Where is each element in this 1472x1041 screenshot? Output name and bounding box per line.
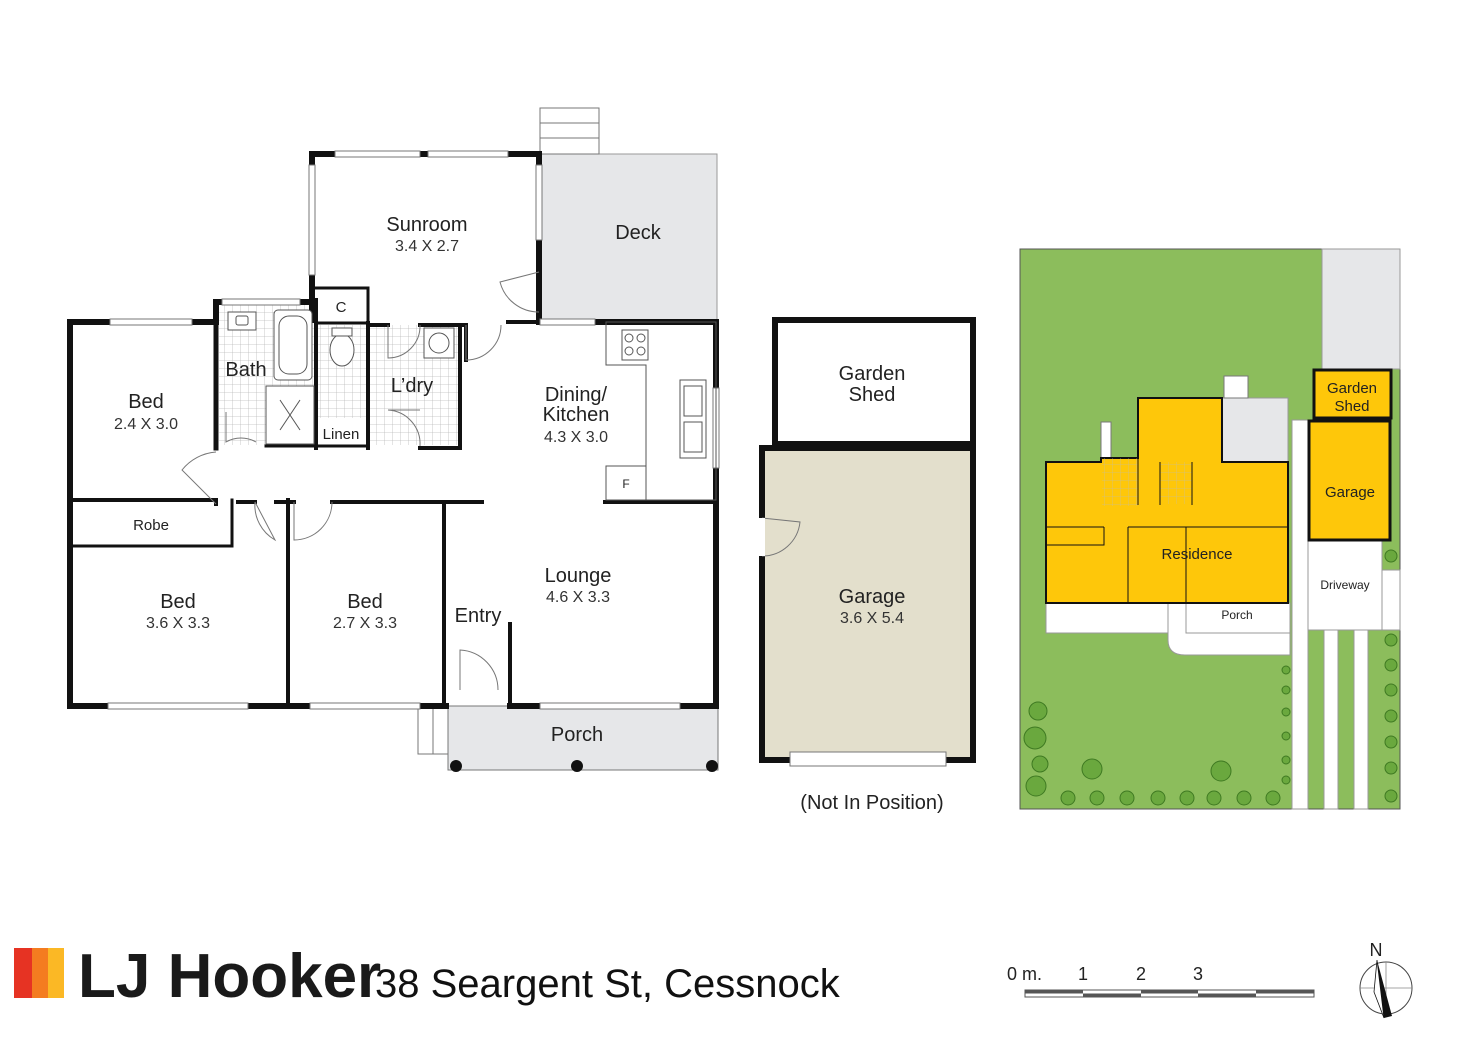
laundry-label: L’dry xyxy=(391,375,433,397)
porch-posts xyxy=(450,760,718,772)
site-plan: Garden Shed Garage Residence Porch Drive… xyxy=(1019,248,1401,810)
brand-logo-mark xyxy=(14,948,64,998)
site-porch-label: Porch xyxy=(1221,608,1252,622)
deck-area xyxy=(540,153,718,321)
stove xyxy=(621,329,649,361)
bed1-dim: 2.4 X 3.0 xyxy=(114,416,178,433)
site-garden-shed-label-line2: Shed xyxy=(1334,398,1369,415)
garage-dim: 3.6 X 5.4 xyxy=(840,610,904,627)
bath-label: Bath xyxy=(225,359,266,381)
entry-label: Entry xyxy=(455,605,502,627)
garage-door xyxy=(789,751,947,767)
main-floor-plan: Sunroom 3.4 X 2.7 Deck C Bath L’dry Line… xyxy=(67,107,720,772)
scale-label-1: 1 xyxy=(1078,964,1088,984)
dining-label-line1: Dining/ xyxy=(545,384,608,406)
lounge-dim: 4.6 X 3.3 xyxy=(546,589,610,606)
fridge xyxy=(605,465,647,501)
bed3-dim: 2.7 X 3.3 xyxy=(333,615,397,632)
garage-label: Garage xyxy=(839,586,906,608)
linen-label: Linen xyxy=(323,426,360,443)
bed3-label: Bed xyxy=(347,591,383,613)
site-garden-shed-label-line1: Garden xyxy=(1327,380,1377,397)
toilet xyxy=(329,333,355,367)
driveway-strips xyxy=(1291,419,1369,810)
north-label: N xyxy=(1370,940,1383,960)
scale-label-0: 0 m. xyxy=(1007,964,1042,984)
garage-side-door xyxy=(761,517,801,557)
footer: LJ Hooker 38 Seargent St, Cessnock 0 m. … xyxy=(14,940,1413,1019)
garage-room xyxy=(759,445,976,763)
sunroom-label: Sunroom xyxy=(386,214,467,236)
bed1-label: Bed xyxy=(128,391,164,413)
shrubs xyxy=(1023,549,1398,806)
site-garage xyxy=(1307,419,1392,542)
cupboard-label: C xyxy=(336,299,347,316)
dining-dim: 4.3 X 3.0 xyxy=(544,429,608,446)
bed2-label: Bed xyxy=(160,591,196,613)
brand-name: LJ Hooker xyxy=(78,942,381,1011)
property-address: 38 Seargent St, Cessnock xyxy=(375,962,841,1006)
site-garage-label: Garage xyxy=(1325,484,1375,501)
fixtures xyxy=(227,309,717,501)
bed2-dim: 3.6 X 3.3 xyxy=(146,615,210,632)
site-residence-label: Residence xyxy=(1162,546,1233,563)
outbuildings-plan: Garden Shed Garage 3.6 X 5.4 (Not In Pos… xyxy=(759,317,976,814)
site-driveway-label: Driveway xyxy=(1320,578,1369,592)
doors xyxy=(181,271,540,691)
deck-steps xyxy=(539,107,600,155)
lounge-label: Lounge xyxy=(545,565,612,587)
room-labels: Sunroom 3.4 X 2.7 Deck C Bath L’dry Line… xyxy=(114,214,662,746)
garden-shed-room xyxy=(772,317,976,447)
site-garden-shed xyxy=(1312,368,1393,420)
neighbour-strip xyxy=(1321,248,1401,370)
porch-label: Porch xyxy=(551,724,603,746)
north-arrow-icon: N xyxy=(1359,940,1413,1019)
robe-label: Robe xyxy=(133,517,169,534)
fridge-label: F xyxy=(622,477,629,491)
garden-shed-label-line2: Shed xyxy=(849,384,896,406)
sunroom-dim: 3.4 X 2.7 xyxy=(395,238,459,255)
porch-steps xyxy=(417,705,449,755)
garden-shed-label-line1: Garden xyxy=(839,363,906,385)
not-in-position-note: (Not In Position) xyxy=(800,792,943,814)
scale-bar: 0 m. 1 2 3 xyxy=(1007,964,1315,998)
deck-label: Deck xyxy=(615,222,662,244)
driveway-area xyxy=(1307,539,1383,631)
scale-label-2: 2 xyxy=(1136,964,1146,984)
dining-label-line2: Kitchen xyxy=(543,404,610,426)
scale-label-3: 3 xyxy=(1193,964,1203,984)
